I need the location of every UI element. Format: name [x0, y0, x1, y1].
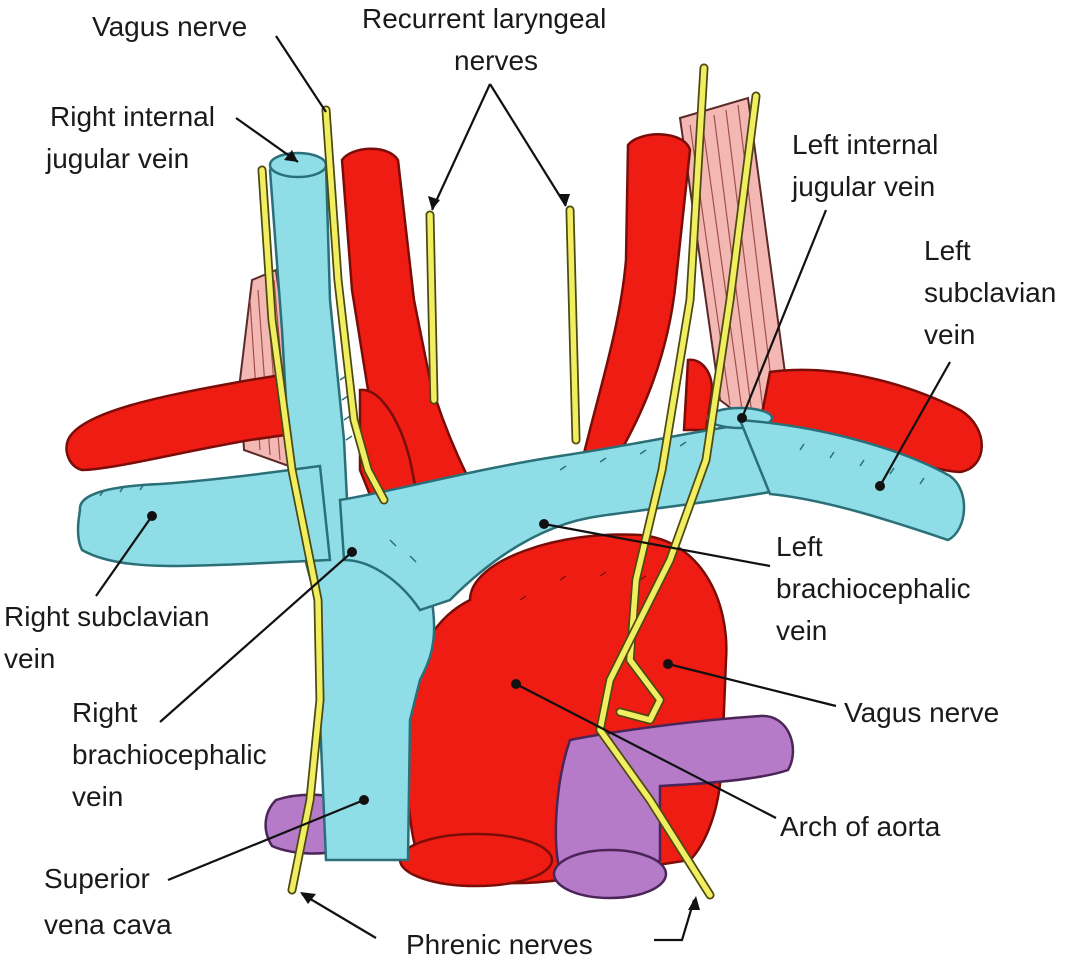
label-left-internal-jugular-line1: Left internal: [792, 129, 938, 160]
label-right-subclavian-line1: Right subclavian: [4, 601, 209, 632]
leader-lines: [95, 35, 951, 942]
pulmonary-trunk-cut: [552, 848, 668, 900]
label-left-brachiocephalic-line3: vein: [776, 615, 827, 646]
label-right-brachiocephalic-line2: brachiocephalic: [72, 739, 267, 770]
right-phrenic-nerve: [259, 167, 323, 893]
right-ijv-opening: [268, 151, 328, 179]
label-left-subclavian-line2: subclavian: [924, 277, 1056, 308]
label-vagus-nerve-top: Vagus nerve: [92, 11, 247, 42]
left-common-carotid-artery: [578, 133, 692, 472]
labels: Vagus nerve Recurrent laryngeal nerves R…: [4, 3, 1056, 960]
label-vagus-nerve-right: Vagus nerve: [844, 697, 999, 728]
left-phrenic-nerve: [597, 93, 759, 898]
right-vagus-nerve: [323, 107, 387, 503]
label-superior-vena-cava-line2: vena cava: [44, 909, 172, 940]
vein-texture: [99, 375, 925, 563]
aorta-texture: [519, 571, 647, 601]
label-left-subclavian-line1: Left: [924, 235, 971, 266]
left-subclavian-vein: [738, 418, 966, 542]
label-recurrent-laryngeal-line2: nerves: [454, 45, 538, 76]
label-right-brachiocephalic-line3: vein: [72, 781, 123, 812]
left-recurrent-laryngeal-nerve: [567, 207, 579, 443]
right-subclavian-artery: [65, 370, 308, 472]
label-left-subclavian-line3: vein: [924, 319, 975, 350]
right-recurrent-laryngeal-nerve: [427, 212, 437, 403]
label-arch-of-aorta: Arch of aorta: [780, 811, 941, 842]
label-left-internal-jugular-line2: jugular vein: [791, 171, 935, 202]
label-right-internal-jugular-line1: Right internal: [50, 101, 215, 132]
right-subclavian-vein: [76, 464, 332, 568]
label-right-subclavian-line2: vein: [4, 643, 55, 674]
left-vagus-nerve: [617, 65, 707, 723]
label-recurrent-laryngeal-line1: Recurrent laryngeal: [362, 3, 606, 34]
nerves: [257, 63, 761, 900]
label-right-brachiocephalic-line1: Right: [72, 697, 138, 728]
label-superior-vena-cava-line1: Superior: [44, 863, 150, 894]
label-left-brachiocephalic-line2: brachiocephalic: [776, 573, 971, 604]
label-phrenic-nerves: Phrenic nerves: [406, 929, 593, 960]
label-right-internal-jugular-line2: jugular vein: [45, 143, 189, 174]
descending-aorta-cut: [398, 832, 554, 888]
label-left-brachiocephalic-line1: Left: [776, 531, 823, 562]
